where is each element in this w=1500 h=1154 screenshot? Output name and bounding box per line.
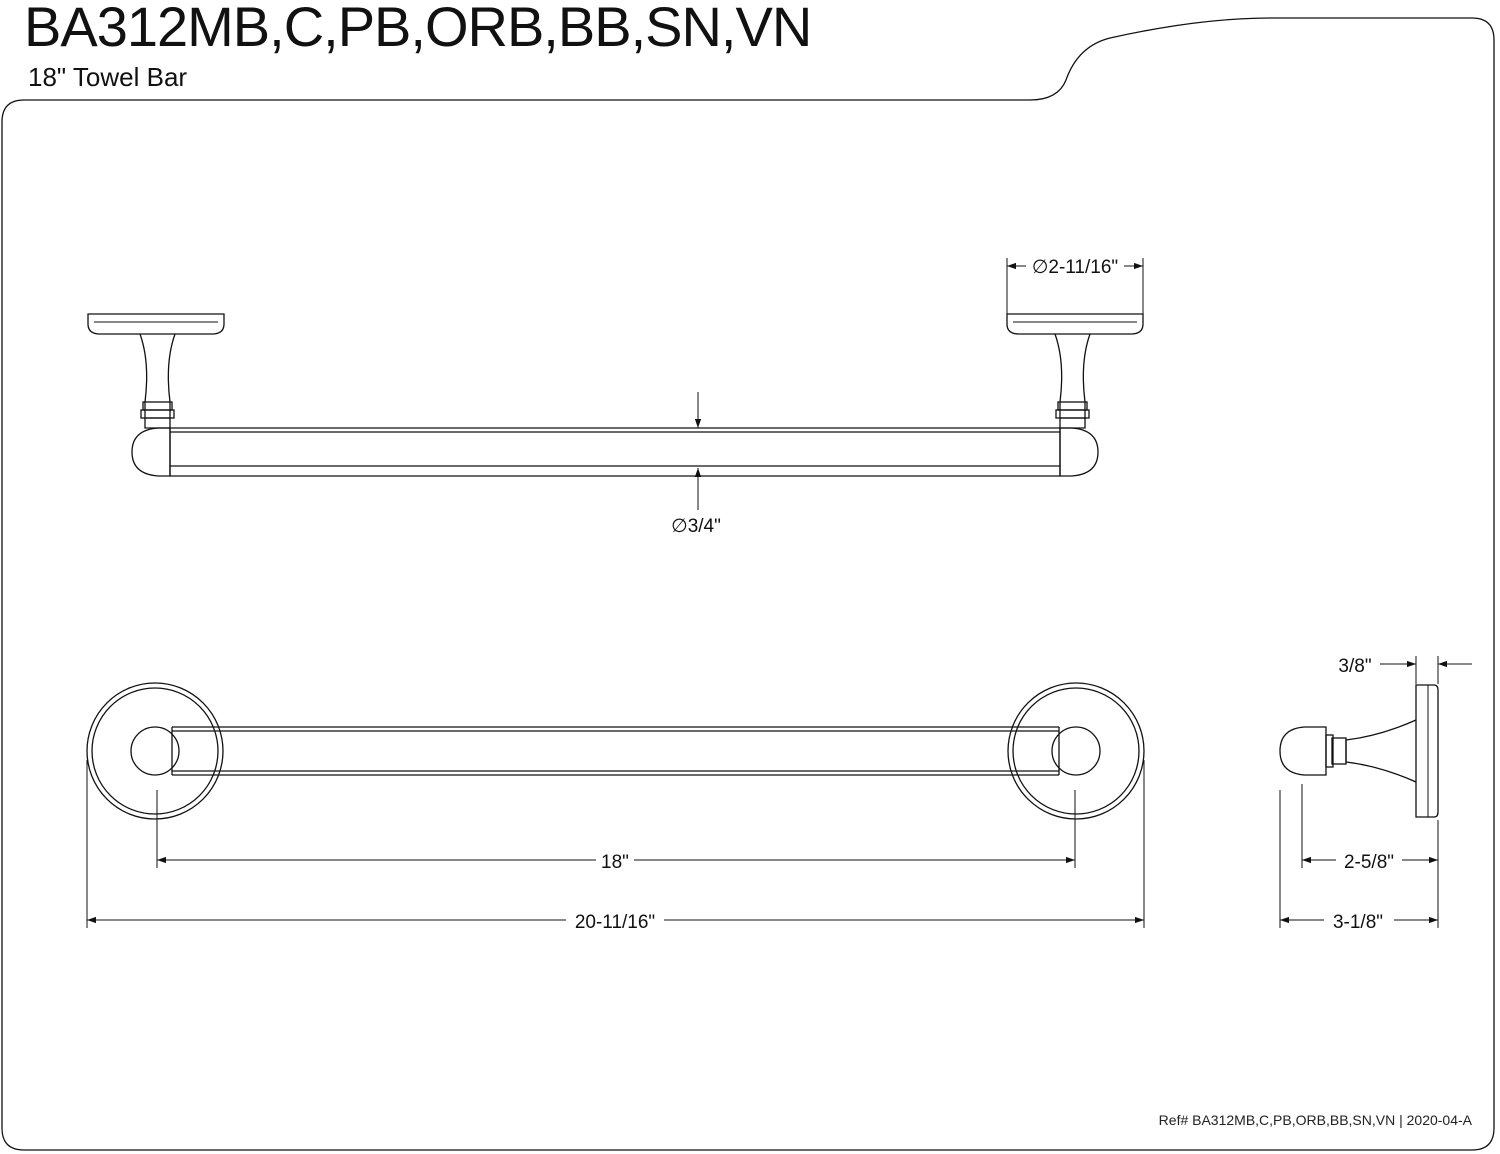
flange-thickness-label: 3/8" <box>1338 656 1371 677</box>
right-mount-top <box>1006 313 1144 429</box>
bar-diameter-label: ∅3/4" <box>671 516 721 537</box>
overall-length-label: 20-11/16" <box>575 912 655 933</box>
towel-bar-front <box>171 726 1060 776</box>
bar-projection-label: 2-5/8" <box>1344 852 1394 873</box>
left-flange-front <box>86 682 224 820</box>
side-view: 3/8" 2-5/8" 3-1/8" <box>1279 656 1472 933</box>
right-flange-front <box>1007 682 1145 820</box>
top-view: ∅3/4" ∅2-11/16" <box>87 257 1144 537</box>
drawing-subtitle: 18" Towel Bar <box>28 62 188 92</box>
left-end-cap-top <box>131 427 171 477</box>
drawing-title: BA312MB,C,PB,ORB,BB,SN,VN <box>24 0 812 58</box>
left-mount-top <box>87 313 225 429</box>
side-flange <box>1415 684 1439 818</box>
side-ball <box>1279 726 1327 776</box>
reference-footer: Ref# BA312MB,C,PB,ORB,BB,SN,VN | 2020-04… <box>1158 1112 1472 1128</box>
front-view: 18" 20-11/16" <box>86 682 1145 933</box>
right-end-cap-top <box>1059 427 1099 477</box>
overall-projection-label: 3-1/8" <box>1333 912 1383 933</box>
bar-length-label: 18" <box>601 852 629 873</box>
towel-bar-top <box>170 427 1060 477</box>
drawing-frame <box>1 17 1495 1151</box>
flange-diameter-label: ∅2-11/16" <box>1032 257 1118 278</box>
side-post <box>1345 719 1417 783</box>
